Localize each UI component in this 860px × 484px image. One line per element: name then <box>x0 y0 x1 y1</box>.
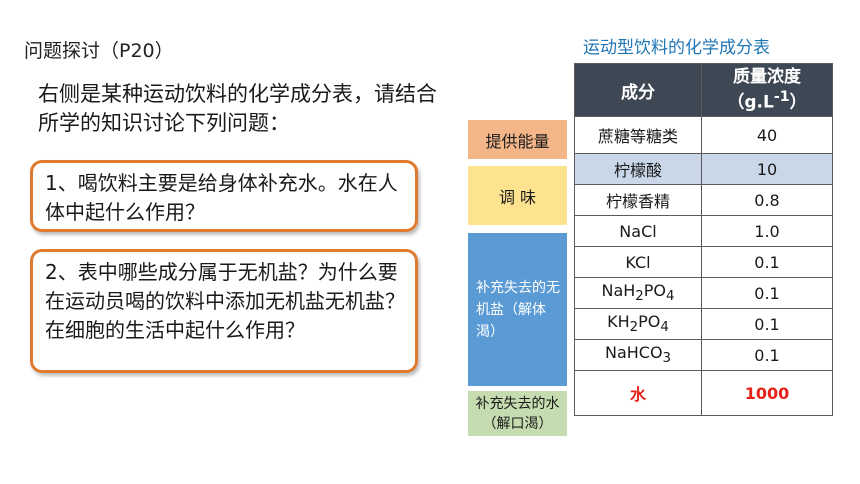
cell-value: 0.1 <box>701 339 833 371</box>
cell-name: NaHCO3 <box>574 339 702 371</box>
composition-table: 成分 质量浓度 （g.L-1） 蔗糖等糖类 40 柠檬酸 10 柠檬香精 0.8… <box>574 63 833 416</box>
cell-name: NaCl <box>574 215 702 247</box>
table-row: 水 1000 <box>574 370 833 416</box>
formula-subscript: 2 <box>629 320 639 336</box>
category-salt: 补充失去的无机盐（解体渴） <box>467 232 568 387</box>
cell-value: 0.8 <box>701 184 833 216</box>
header-concentration-label: 质量浓度 <box>733 67 801 88</box>
formula-part: PO <box>643 281 667 301</box>
question-1-box: 1、喝饮料主要是给身体补充水。水在人体中起什么作用？ <box>30 160 418 232</box>
cell-value: 10 <box>701 153 833 185</box>
table-row: NaCl 1.0 <box>574 215 833 247</box>
table-row: 柠檬酸 10 <box>574 153 833 185</box>
table-row: NaH2PO4 0.1 <box>574 277 833 309</box>
formula-subscript: 2 <box>635 289 644 305</box>
formula-subscript: 4 <box>666 289 675 305</box>
cell-name: 水 <box>574 370 702 416</box>
cell-value: 0.1 <box>701 246 833 278</box>
cell-value: 0.1 <box>701 308 833 340</box>
table-row: KCl 0.1 <box>574 246 833 278</box>
question-2-box: 2、表中哪些成分属于无机盐？为什么要在运动员喝的饮料中添加无机盐无机盐？在细胞的… <box>30 249 418 373</box>
header-concentration-exp: -1 <box>773 89 790 106</box>
header-concentration: 质量浓度 （g.L-1） <box>701 63 833 117</box>
cell-value: 1.0 <box>701 215 833 247</box>
formula-part: PO <box>638 312 661 332</box>
formula-subscript: 3 <box>662 351 672 367</box>
cell-value: 40 <box>701 116 833 154</box>
intro-text: 右侧是某种运动饮料的化学成分表，请结合所学的知识讨论下列问题： <box>38 82 437 135</box>
table-row: 柠檬香精 0.8 <box>574 184 833 216</box>
header-ingredient: 成分 <box>574 63 702 117</box>
formula-subscript: 4 <box>660 320 669 336</box>
formula-part: NaH <box>601 281 636 301</box>
cell-value: 1000 <box>701 370 833 416</box>
table-row: 蔗糖等糖类 40 <box>574 116 833 154</box>
category-water: 补充失去的水（解口渴） <box>467 390 568 437</box>
table-row: NaHCO3 0.1 <box>574 339 833 371</box>
cell-name: 柠檬酸 <box>574 153 702 185</box>
table-row: KH2PO4 0.1 <box>574 308 833 340</box>
header-concentration-close: ） <box>789 92 807 113</box>
cell-name: KH2PO4 <box>574 308 702 340</box>
category-taste: 调 味 <box>467 165 568 226</box>
category-energy: 提供能量 <box>467 119 568 160</box>
cell-name: KCl <box>574 246 702 278</box>
heading: 问题探讨（P20） <box>24 40 174 62</box>
formula-part: NaHCO <box>604 343 663 363</box>
cell-name: 柠檬香精 <box>574 184 702 216</box>
cell-value: 0.1 <box>701 277 833 309</box>
cell-name: NaH2PO4 <box>574 277 702 309</box>
header-concentration-unit: （g.L <box>727 92 774 113</box>
table-title: 运动型饮料的化学成分表 <box>583 38 770 58</box>
formula-part: KH <box>607 312 630 332</box>
cell-name: 蔗糖等糖类 <box>574 116 702 154</box>
